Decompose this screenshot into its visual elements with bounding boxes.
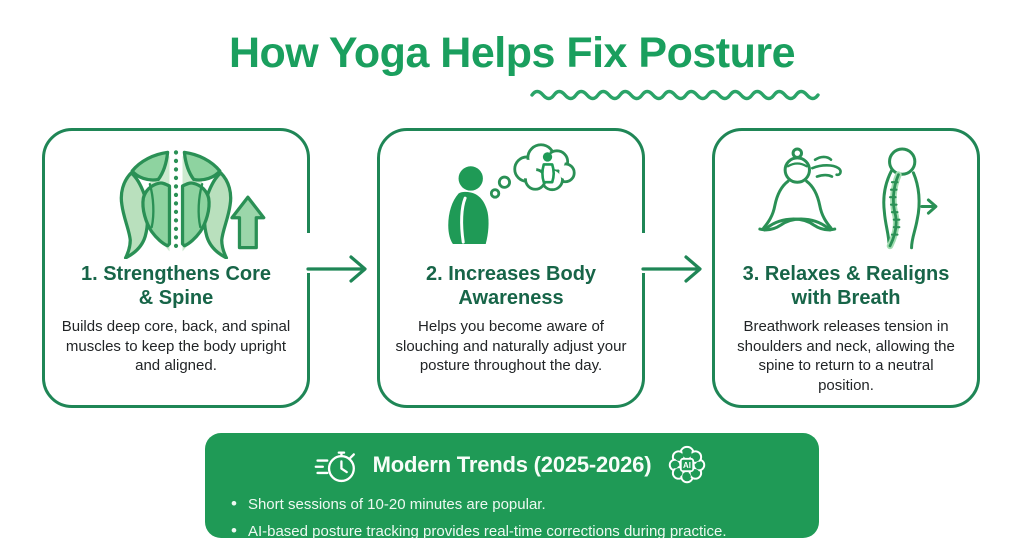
ai-chip-label: AI bbox=[683, 461, 691, 470]
bullet-item: AI-based posture tracking provides real-… bbox=[231, 518, 819, 545]
ai-brain-icon: AI bbox=[669, 445, 706, 484]
banner-title: Modern Trends (2025-2026) bbox=[372, 452, 652, 477]
card-body: Builds deep core, back, and spinal muscl… bbox=[61, 318, 291, 375]
banner-header: Modern Trends (2025-2026) bbox=[205, 442, 819, 488]
stopwatch-icon bbox=[314, 451, 355, 483]
card-title-line1: 1. Strengthens Core bbox=[80, 263, 272, 285]
back-muscles-icon bbox=[59, 139, 293, 261]
meditation-breath-icon bbox=[729, 139, 963, 261]
border-gap bbox=[638, 233, 647, 273]
modern-trends-banner: Modern Trends (2025-2026) bbox=[205, 433, 819, 540]
right-arrow-icon bbox=[920, 198, 938, 215]
card-title: 1. Strengthens Core & Spine bbox=[59, 263, 293, 310]
card-title: 3. Relaxes & Realigns with Breath bbox=[729, 263, 963, 310]
card-title-line2: with Breath bbox=[791, 286, 901, 309]
breath-wind-icon bbox=[810, 155, 842, 178]
banner-bullet-list: Short sessions of 10-20 minutes are popu… bbox=[231, 491, 819, 545]
card-title-line1: 3. Relaxes & Realigns bbox=[742, 263, 950, 285]
card-title-line2: & Spine bbox=[138, 286, 214, 309]
spine-curve-icon bbox=[888, 173, 900, 248]
flow-arrow-icon bbox=[641, 255, 702, 283]
slouching-awareness-icon bbox=[394, 139, 628, 261]
page-title: How Yoga Helps Fix Posture bbox=[228, 29, 796, 77]
card-strengthens-core-spine: 1. Strengthens Core & Spine Builds deep … bbox=[42, 128, 310, 408]
up-arrow-icon bbox=[230, 195, 266, 250]
card-body: Helps you become aware of slouching and … bbox=[395, 318, 627, 375]
card-relaxes-realigns-breath: 3. Relaxes & Realigns with Breath Breath… bbox=[712, 128, 980, 408]
bullet-item: Short sessions of 10-20 minutes are popu… bbox=[231, 491, 819, 518]
title-underline-squiggle bbox=[530, 89, 820, 101]
card-title: 2. Increases Body Awareness bbox=[394, 263, 628, 310]
border-gap bbox=[303, 233, 312, 273]
card-title-line1: 2. Increases Body bbox=[425, 263, 597, 285]
flow-arrow-icon bbox=[306, 255, 367, 283]
card-title-line2: Awareness bbox=[458, 286, 564, 309]
card-increases-body-awareness: 2. Increases Body Awareness Helps you be… bbox=[377, 128, 645, 408]
card-body: Breathwork releases tension in shoulders… bbox=[737, 318, 955, 394]
